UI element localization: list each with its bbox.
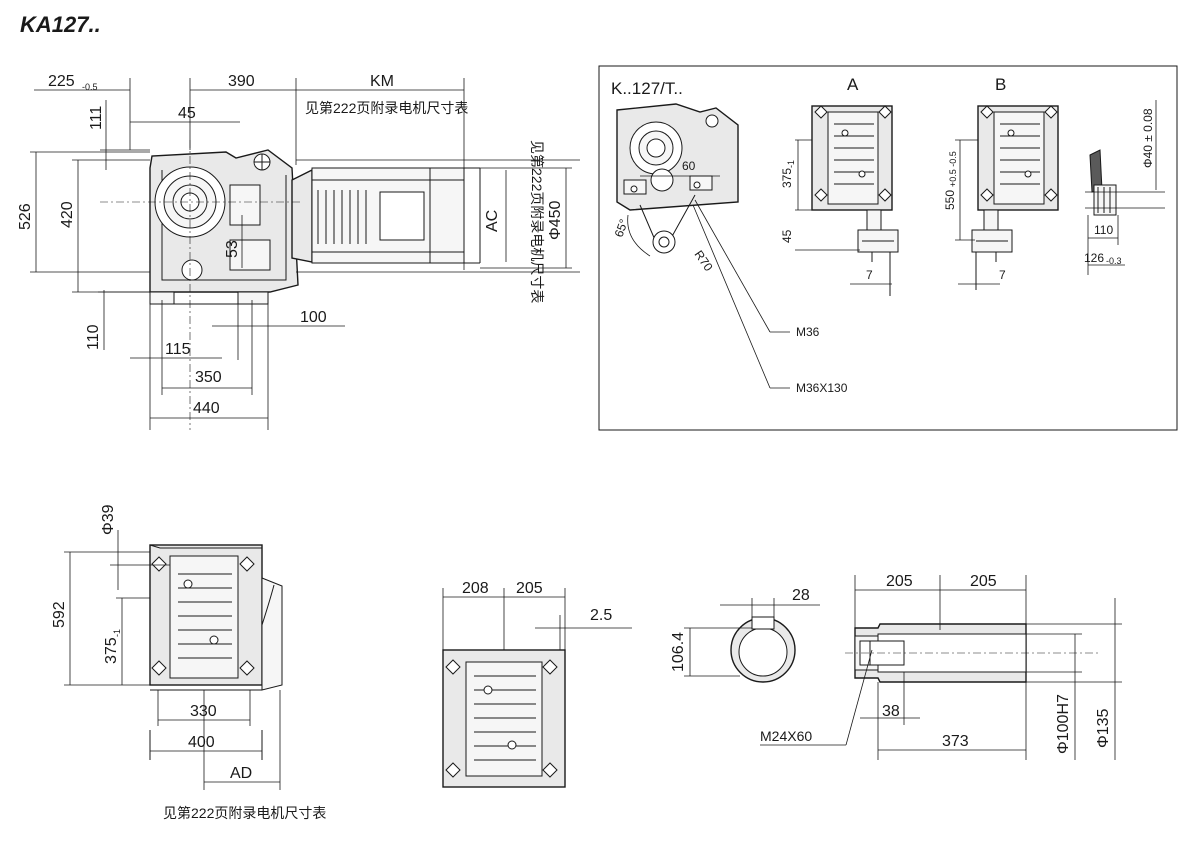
dim-550-tol: +0.5 -0.5 bbox=[948, 151, 958, 187]
dim-2-5: 2.5 bbox=[590, 607, 612, 624]
dim-350: 350 bbox=[195, 369, 222, 386]
dim-phi100h7: Φ100H7 bbox=[1055, 694, 1072, 754]
label-a: A bbox=[847, 75, 859, 94]
bushing-detail: Φ40 ± 0.08 110 126 -0.3 bbox=[1084, 100, 1165, 275]
dim-m24x60: M24X60 bbox=[760, 728, 812, 744]
view-b: 550 +0.5 -0.5 7 bbox=[943, 105, 1059, 290]
dim-400: 400 bbox=[188, 734, 215, 751]
dim-100: 100 bbox=[300, 309, 327, 326]
dim-phi135: Φ135 bbox=[1095, 708, 1112, 748]
main-front-view: 225 -0.5 390 KM 见第222页附录电机尺寸表 45 111 526… bbox=[17, 73, 580, 430]
label-m36x130: M36X130 bbox=[796, 381, 848, 395]
dim-390: 390 bbox=[228, 73, 255, 90]
dim-126: 126 bbox=[1084, 251, 1104, 265]
dim-526: 526 bbox=[17, 203, 34, 230]
detail-frame bbox=[598, 65, 1178, 431]
dim-ad: AD bbox=[230, 765, 252, 782]
ref-note-side: 见第222页附录电机尺寸表 bbox=[529, 140, 545, 303]
back-view: 208 205 2.5 bbox=[442, 580, 632, 788]
dim-225: 225 bbox=[48, 73, 75, 90]
motor bbox=[311, 167, 481, 264]
dim-phi40: Φ40 ± 0.08 bbox=[1141, 108, 1155, 168]
dim-45-a: 45 bbox=[780, 229, 794, 243]
drawing-title: KA127.. bbox=[20, 12, 101, 37]
ref-note-bottom: 见第222页附录电机尺寸表 bbox=[163, 805, 326, 821]
dim-205-b: 205 bbox=[970, 573, 997, 590]
dim-7-b: 7 bbox=[999, 268, 1006, 282]
side-view: Φ39 592 375 -1 330 400 AD 见第222页附录电机尺寸表 bbox=[51, 504, 326, 821]
motor-adapter bbox=[291, 168, 313, 263]
dim-126-tol: -0.3 bbox=[1106, 256, 1122, 266]
dim-115: 115 bbox=[165, 341, 191, 358]
dim-420: 420 bbox=[59, 201, 76, 228]
dim-km: KM bbox=[370, 73, 394, 90]
dim-375-a-tol: -1 bbox=[786, 160, 796, 168]
torque-arm-detail: K..127/T.. A B 60 65° R70 M36 M36X130 bbox=[598, 65, 1178, 431]
view-a: 375 -1 45 7 bbox=[780, 105, 899, 296]
dim-330: 330 bbox=[190, 703, 217, 720]
dim-205-a: 205 bbox=[886, 573, 913, 590]
dim-38: 38 bbox=[882, 703, 900, 720]
dim-110: 110 bbox=[85, 324, 102, 350]
dim-106-4: 106.4 bbox=[670, 632, 687, 672]
dim-440: 440 bbox=[193, 400, 220, 417]
dim-550: 550 bbox=[943, 190, 957, 210]
ref-note-top: 见第222页附录电机尺寸表 bbox=[305, 100, 468, 116]
dim-375-side: 375 bbox=[103, 637, 120, 664]
dim-phi450: Φ450 bbox=[547, 200, 564, 240]
dim-60: 60 bbox=[682, 159, 696, 173]
dim-208: 208 bbox=[462, 580, 489, 597]
dim-111: 111 bbox=[88, 106, 105, 130]
dim-7-a: 7 bbox=[866, 268, 873, 282]
dim-375-a: 375 bbox=[780, 168, 794, 188]
label-b: B bbox=[995, 75, 1006, 94]
dim-375-side-tol: -1 bbox=[112, 629, 122, 637]
dim-28: 28 bbox=[792, 587, 810, 604]
shaft-view: 28 106.4 205 205 38 373 M24X60 Φ100H7 bbox=[670, 573, 1122, 760]
detail-title: K..127/T.. bbox=[611, 79, 683, 98]
dim-53: 53 bbox=[224, 240, 241, 258]
dim-110-b: 110 bbox=[1094, 223, 1113, 237]
label-m36: M36 bbox=[796, 325, 820, 339]
dim-r70: R70 bbox=[692, 248, 716, 274]
shaft-circle bbox=[181, 259, 203, 281]
dim-45: 45 bbox=[178, 105, 196, 122]
dim-205-back: 205 bbox=[516, 580, 543, 597]
dim-225-tol: -0.5 bbox=[82, 82, 98, 92]
dim-ac: AC bbox=[484, 210, 501, 232]
dim-phi39: Φ39 bbox=[100, 504, 117, 535]
dim-592: 592 bbox=[51, 601, 68, 628]
dim-373: 373 bbox=[942, 733, 969, 750]
dim-65deg: 65° bbox=[612, 217, 631, 239]
